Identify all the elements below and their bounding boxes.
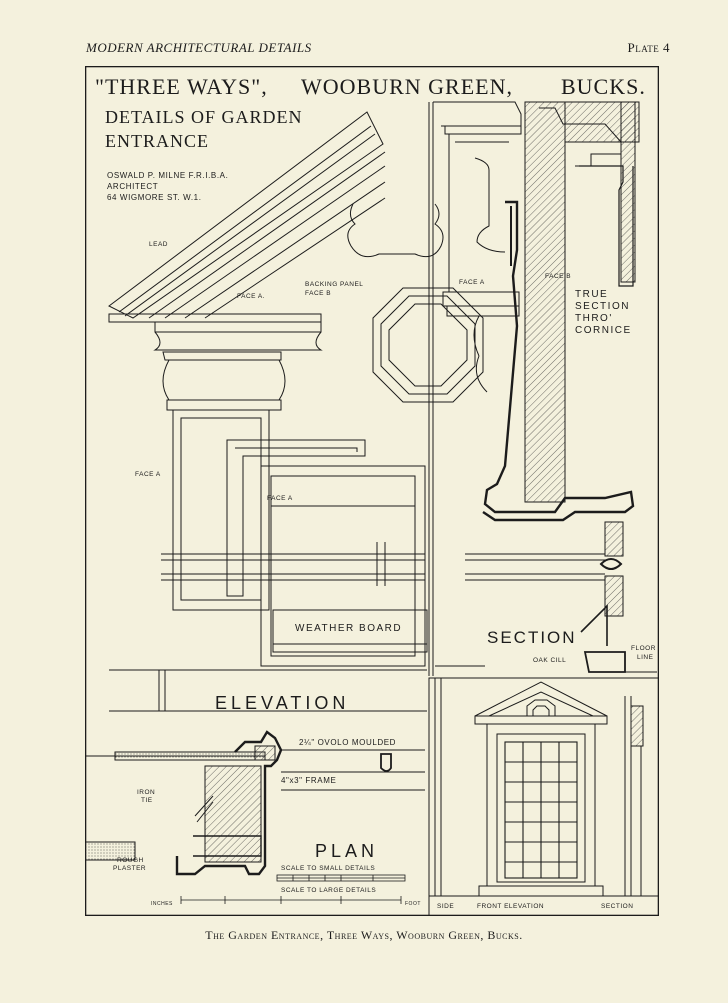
subtitle-line-2: ENTRANCE [105,131,209,151]
label-face-a-pediment: FACE A. [237,293,266,300]
octagonal-panel [372,287,484,403]
label-oak-cill: OAK CILL [533,657,567,664]
label-face-b-section: FACE B [545,273,572,280]
title-house-name: "THREE WAYS", [95,74,268,99]
label-iron-tie-1: IRON [137,789,156,796]
small-elevation-frame [428,677,659,916]
label-inches: INCHES [151,901,173,907]
label-true-section-1: TRUE [575,289,609,300]
label-backing-panel: BACKING PANEL [305,281,364,288]
label-floor-line-1: FLOOR [631,645,656,652]
label-side: SIDE [437,903,455,910]
label-face-a-left: FACE A [135,471,161,478]
sheet-border [85,66,659,916]
column-capital [162,351,282,361]
label-lead: LEAD [149,241,168,248]
plan-moulding [175,730,283,876]
label-front-elevation: FRONT ELEVATION [477,903,545,910]
scale-bar-small [276,874,406,882]
architect-name: OSWALD P. MILNE F.R.I.B.A. [107,171,229,180]
label-section: SECTION [487,628,577,647]
label-true-section-2: SECTION [575,301,630,312]
architect-role: ARCHITECT [107,182,159,191]
label-section-small: SECTION [601,903,634,910]
label-iron-tie-2: TIE [141,797,153,804]
door-glazing [504,741,578,879]
running-head: MODERN ARCHITECTURAL DETAILS [86,40,312,55]
subtitle-line-1: DETAILS OF GARDEN [105,107,303,127]
label-floor-line-2: LINE [637,654,654,661]
label-true-section-3: THRO' [575,313,613,324]
wall-section [524,101,566,503]
title-county: BUCKS. [561,74,646,99]
label-plan: PLAN [315,841,379,861]
label-foot: FOOT [405,901,421,907]
label-elevation: ELEVATION [215,693,350,713]
label-ovolo: 2¼" OVOLO MOULDED [299,738,397,747]
label-backing-panel-face: FACE B [305,290,332,297]
pilaster [172,409,270,611]
label-face-a-section: FACE A [459,279,485,286]
label-rough-plaster-2: PLASTER [113,865,147,872]
label-scale-large: SCALE TO LARGE DETAILS [281,887,377,894]
architectural-drawing [85,66,659,916]
small-pediment [474,681,608,717]
label-true-section-4: CORNICE [575,325,632,336]
scale-bar-large [180,896,402,904]
label-weather-board: WEATHER BOARD [295,623,403,634]
label-frame: 4"x3" FRAME [281,776,337,785]
plate-number: Plate 4 [627,40,670,55]
door-frame [226,439,366,597]
drawing-sheet: "THREE WAYS", WOOBURN GREEN, BUCKS. DETA… [85,66,659,916]
label-scale-small: SCALE TO SMALL DETAILS [281,865,376,872]
timber-profile [482,200,635,522]
label-face-a-door: FACE A [267,495,293,502]
plaster-band [114,751,266,761]
label-rough-plaster-1: ROUGH [117,857,144,864]
architect-address: 64 WIGMORE ST. W.1. [107,193,202,202]
scroll-ornament [347,203,444,258]
weather-board [272,609,428,653]
title-place: WOOBURN GREEN, [301,74,513,99]
plate-caption: The Garden Entrance, Three Ways, Wooburn… [205,928,523,942]
